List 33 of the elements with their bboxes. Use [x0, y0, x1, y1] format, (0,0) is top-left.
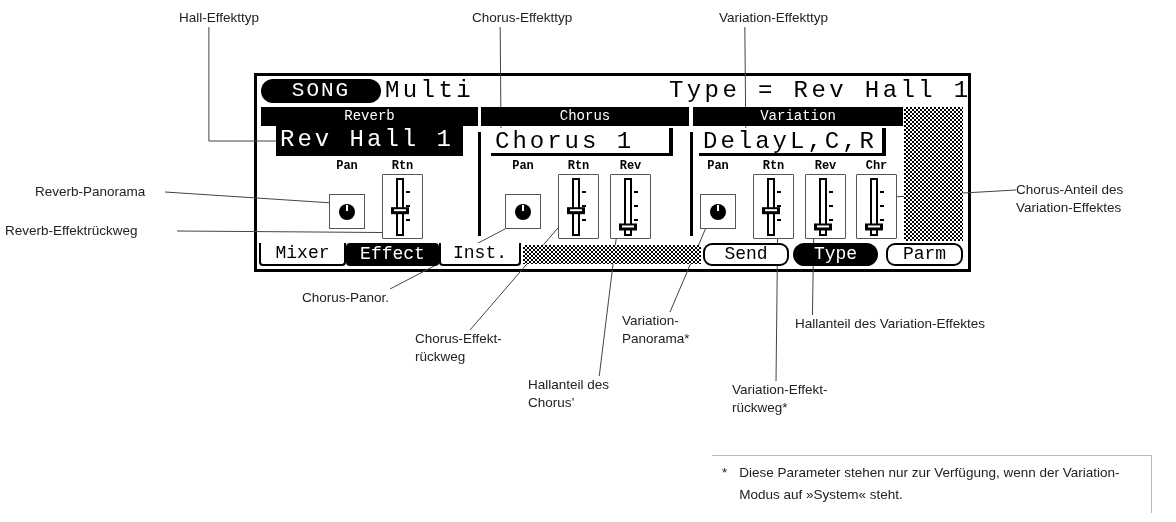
- pan-knob-frame: [700, 194, 736, 229]
- soft-tab: Effect: [346, 243, 439, 266]
- display-text: Type = Rev Hall 1: [669, 79, 972, 103]
- effect-type-field: Rev Hall 1: [276, 126, 463, 156]
- effect-type-field: DelayL,C,R: [699, 128, 886, 156]
- channel-label: Rtn: [390, 160, 415, 173]
- effect-type-field: Chorus 1: [491, 128, 673, 156]
- pan-knob-frame: [329, 194, 365, 229]
- soft-tab: Inst.: [439, 243, 521, 266]
- channel-label: Rtn: [761, 160, 786, 173]
- leader-line: [176, 230, 383, 233]
- channel-label: Pan: [511, 160, 535, 173]
- soft-tab: Mixer: [259, 243, 346, 266]
- mode-badge: SONG: [261, 79, 381, 103]
- lcd-screen: [254, 73, 971, 272]
- section-header: Chorus: [481, 107, 689, 126]
- channel-label: Rtn: [566, 160, 591, 173]
- soft-tab: Send: [703, 243, 789, 266]
- leader-line: [208, 26, 277, 142]
- channel-label: Pan: [335, 160, 359, 173]
- channel-label: Rev: [813, 160, 838, 173]
- channel-label: Chr: [864, 160, 889, 173]
- section-header: Variation: [693, 107, 903, 126]
- footnote-mark: *: [722, 464, 728, 482]
- section-header: Reverb: [261, 107, 478, 126]
- channel-label: Pan: [706, 160, 730, 173]
- leader-line: [164, 191, 330, 204]
- pan-knob-frame: [505, 194, 541, 229]
- soft-tab: Type: [793, 243, 878, 266]
- display-text: Multi: [385, 79, 474, 103]
- channel-label: Rev: [618, 160, 643, 173]
- soft-tab: Parm: [886, 243, 963, 266]
- footnote-text: Diese Parameter stehen nur zur Verfügung, wenn der Variation-Modus auf »System« steht.: [739, 464, 1121, 504]
